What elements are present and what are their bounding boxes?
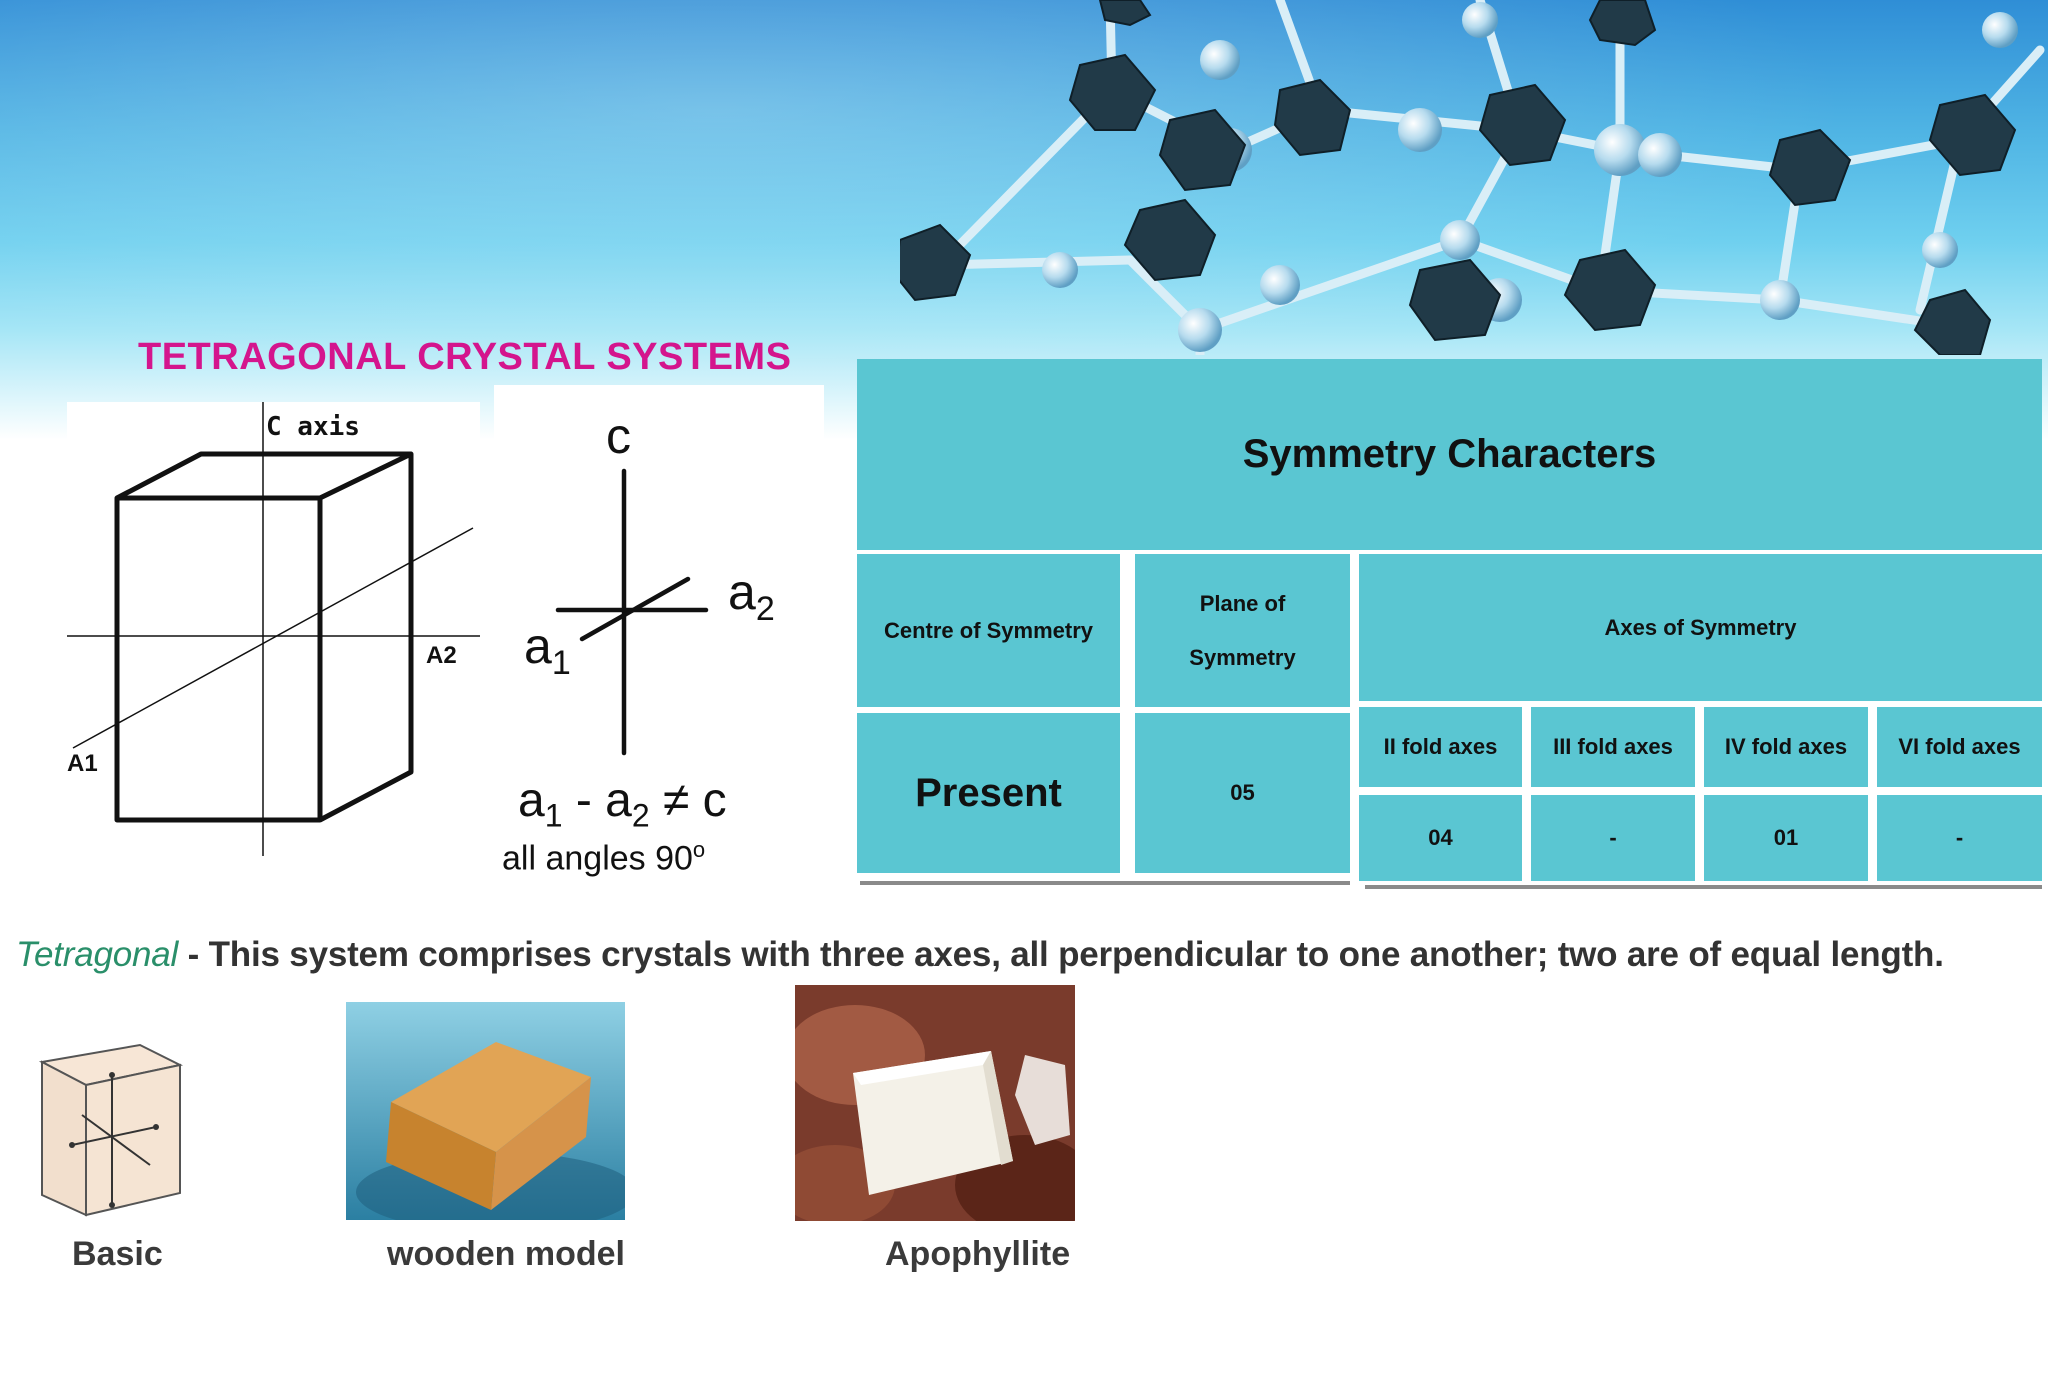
a2-subscript: 2 [755,590,775,628]
ii-fold-value: 04 [1359,795,1522,881]
axis-relation: a1 - a2 ≠ c [518,773,727,835]
axis-cross-diagram [555,468,709,756]
page-title: TETRAGONAL CRYSTAL SYSTEMS [138,336,792,378]
col-plane-of-symmetry: Plane of Symmetry [1135,554,1350,707]
subcol-iii-fold-axes: III fold axes [1531,707,1695,787]
c-axis-label: C axis [266,412,360,442]
a1-axis-label: a1 [524,617,571,683]
crystal-box-diagram [67,402,480,856]
angles-note: all angles 90o [502,837,705,878]
crystal-box-figure: C axis A2 A1 [67,402,480,862]
apophyllite-drawing [795,985,1075,1221]
table-shadow-right [1365,885,2042,889]
subcol-iv-fold-axes: IV fold axes [1704,707,1868,787]
wooden-model-image [346,1002,625,1220]
basic-crystal-drawing [38,1043,184,1217]
symmetry-table: Symmetry Characters Centre of Symmetry P… [851,353,2048,889]
a1-subscript: 1 [551,644,571,682]
relation-a1: a [518,774,545,827]
relation-a2-subscript: 2 [631,797,650,834]
axis-cross-figure: c a2 a1 a1 - a2 ≠ c all angles 90o [494,385,824,885]
apophyllite-image [795,985,1075,1221]
a2-label: A2 [426,642,457,669]
description-term: Tetragonal [16,935,179,974]
relation-mid: - a [562,774,632,827]
col-axes-of-symmetry: Axes of Symmetry [1359,554,2042,701]
caption-apophyllite: Apophyllite [885,1235,1071,1273]
plane-value: 05 [1135,713,1350,873]
caption-wooden-model: wooden model [387,1235,625,1273]
description-text: - This system comprises crystals with th… [178,935,1944,974]
angles-text: all angles 90 [502,839,693,878]
a1-letter: a [524,618,552,674]
a2-axis-label: a2 [728,563,775,629]
angles-degree: o [692,837,706,862]
caption-basic: Basic [72,1235,163,1273]
molecule-illustration [900,0,2045,355]
vi-fold-value: - [1877,795,2042,881]
a1-label: A1 [67,750,98,777]
table-header: Symmetry Characters [857,359,2042,550]
subcol-vi-fold-axes: VI fold axes [1877,707,2042,787]
table-shadow-left [860,881,1350,885]
a2-letter: a [728,564,756,620]
description: Tetragonal - This system comprises cryst… [16,935,1944,975]
relation-a1-subscript: 1 [544,797,563,834]
wooden-model-drawing [346,1002,625,1220]
subcol-ii-fold-axes: II fold axes [1359,707,1522,787]
centre-value: Present [857,713,1120,873]
basic-crystal-image [30,1005,190,1225]
c-label: c [606,408,631,464]
relation-end: ≠ c [649,774,727,827]
iii-fold-value: - [1531,795,1695,881]
iv-fold-value: 01 [1704,795,1868,881]
col-centre-of-symmetry: Centre of Symmetry [857,554,1120,707]
